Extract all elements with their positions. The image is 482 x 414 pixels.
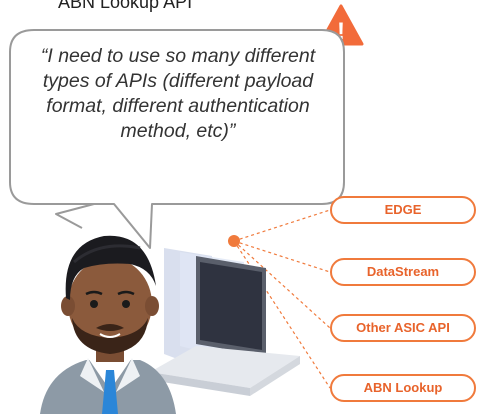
api-pill-other-asic: Other ASIC API bbox=[330, 314, 476, 342]
laptop bbox=[150, 248, 300, 396]
api-pill-datastream: DataStream bbox=[330, 258, 476, 286]
connector-lines bbox=[233, 209, 331, 389]
person-avatar bbox=[40, 235, 176, 414]
speech-quote: “I need to use so many different types o… bbox=[40, 45, 316, 142]
warning-glyph: ! bbox=[337, 18, 345, 45]
page-title: ABN Lookup API bbox=[58, 0, 193, 12]
speech-bubble bbox=[9, 29, 345, 249]
api-pill-abn-lookup: ABN Lookup bbox=[330, 374, 476, 402]
api-pill-edge: EDGE bbox=[330, 196, 476, 224]
hub-dot bbox=[228, 235, 240, 247]
